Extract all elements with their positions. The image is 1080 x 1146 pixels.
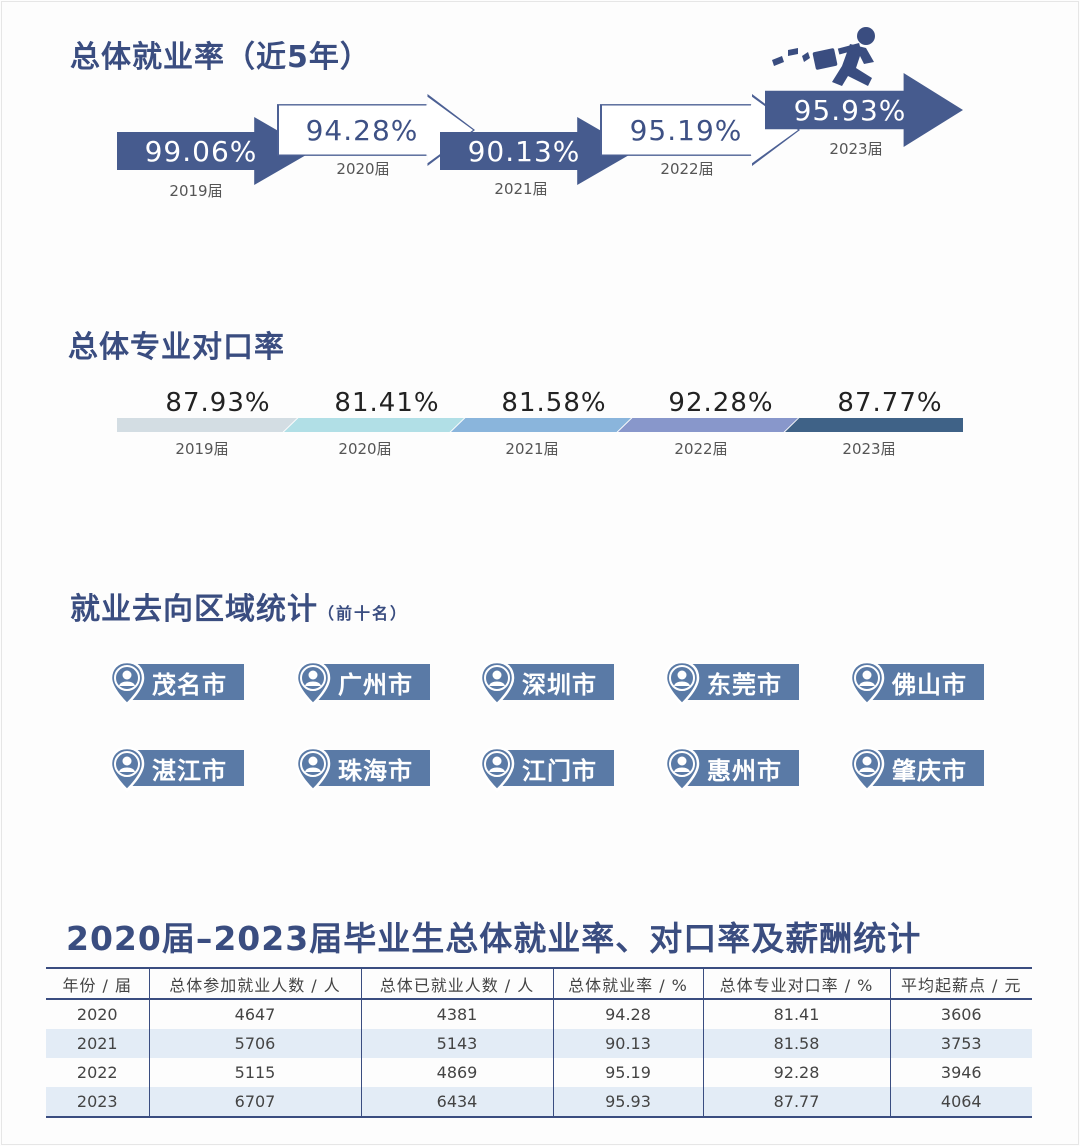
employment-value-2021: 90.13%: [467, 134, 581, 168]
table-header-row: 年份 / 届 总体参加就业人数 / 人 总体已就业人数 / 人 总体就业率 / …: [46, 967, 1032, 1000]
match-year-2019: 2019届: [175, 440, 229, 458]
region-name: 佛山市: [870, 664, 984, 700]
cell: 3606: [889, 999, 1032, 1029]
cell: 2022: [76, 1063, 118, 1082]
match-rate-title: 总体专业对口率: [68, 330, 285, 365]
region-name: 肇庆市: [870, 750, 984, 786]
cell: 2020: [76, 1005, 118, 1024]
region-tag: 肇庆市: [848, 746, 988, 792]
header-year: 年份 / 届: [46, 967, 149, 1000]
cell: 6434: [360, 1087, 553, 1118]
cell: 95.19: [552, 1058, 703, 1087]
region-tag: 惠州市: [663, 746, 803, 792]
header-employed: 总体已就业人数 / 人: [360, 967, 553, 1000]
cell: 3946: [889, 1058, 1032, 1087]
stats-table: 年份 / 届 总体参加就业人数 / 人 总体已就业人数 / 人 总体就业率 / …: [46, 967, 1032, 1118]
table-row: 2021 5706 5143 90.13 81.58 3753: [46, 1029, 1032, 1058]
cell: 81.58: [702, 1029, 890, 1058]
employment-year-2021: 2021届: [494, 180, 548, 198]
cell: 5143: [360, 1029, 553, 1058]
region-tag: 江门市: [478, 746, 618, 792]
cell: 81.41: [702, 999, 890, 1029]
person-pin-icon: [294, 660, 332, 706]
region-name: 珠海市: [316, 750, 430, 786]
match-year-2023: 2023届: [842, 440, 896, 458]
match-bar-2023: [785, 418, 963, 432]
person-pin-icon: [478, 660, 516, 706]
cell: 3753: [889, 1029, 1032, 1058]
cell: 90.13: [552, 1029, 703, 1058]
cell: 4064: [889, 1087, 1032, 1118]
match-value-2019: 87.93%: [165, 388, 271, 418]
cell: 6707: [148, 1087, 361, 1118]
regions-title: 就业去向区域统计（前十名）: [70, 584, 408, 628]
region-tag: 湛江市: [108, 746, 248, 792]
cell: 2023: [46, 1087, 149, 1118]
person-pin-icon: [478, 746, 516, 792]
match-bar-2020: [284, 418, 464, 432]
region-tag: 广州市: [294, 660, 434, 706]
match-year-2020: 2020届: [338, 440, 392, 458]
employment-value-2022: 95.19%: [629, 113, 743, 147]
region-name: 茂名市: [130, 664, 244, 700]
region-name: 深圳市: [500, 664, 614, 700]
employment-year-2019: 2019届: [169, 182, 223, 200]
region-tag: 珠海市: [294, 746, 434, 792]
person-pin-icon: [663, 660, 701, 706]
stats-title: 2020届–2023届毕业生总体就业率、对口率及薪酬统计: [66, 919, 922, 958]
match-value-2021: 81.58%: [501, 388, 607, 418]
match-value-2023: 87.77%: [837, 388, 943, 418]
table-row: 2023 6707 6434 95.93 87.77 4064: [46, 1087, 1032, 1118]
employment-year-2020: 2020届: [336, 160, 390, 178]
region-name: 江门市: [500, 750, 614, 786]
header-salary: 平均起薪点 / 元: [889, 967, 1032, 1000]
header-match-rate: 总体专业对口率 / %: [702, 967, 890, 1000]
match-year-2021: 2021届: [505, 440, 559, 458]
match-value-2020: 81.41%: [334, 388, 440, 418]
cell: 4647: [148, 999, 361, 1029]
region-name: 湛江市: [130, 750, 244, 786]
cell: 87.77: [702, 1087, 890, 1118]
cell: 95.93: [552, 1087, 703, 1118]
employment-value-2020: 94.28%: [305, 113, 419, 147]
person-pin-icon: [848, 746, 886, 792]
region-name: 东莞市: [685, 664, 799, 700]
cell: 5115: [148, 1058, 361, 1087]
header-employment-rate: 总体就业率 / %: [552, 967, 703, 1000]
match-bar-2021: [451, 418, 631, 432]
header-participants: 总体参加就业人数 / 人: [148, 967, 361, 1000]
regions-subtitle: （前十名）: [318, 604, 409, 623]
person-pin-icon: [294, 746, 332, 792]
employment-title: 总体就业率（近5年）: [70, 40, 371, 75]
match-year-2022: 2022届: [674, 440, 728, 458]
cell: 92.28: [702, 1058, 890, 1087]
cell: 2021: [46, 1029, 149, 1058]
cell: 94.28: [552, 999, 703, 1029]
region-name: 惠州市: [685, 750, 799, 786]
person-pin-icon: [108, 746, 146, 792]
match-value-2022: 92.28%: [668, 388, 774, 418]
match-bar-2022: [618, 418, 798, 432]
region-name: 广州市: [316, 664, 430, 700]
region-tag: 佛山市: [848, 660, 988, 706]
cell: 4381: [360, 999, 553, 1029]
region-tag: 茂名市: [108, 660, 248, 706]
region-tag: 深圳市: [478, 660, 618, 706]
person-pin-icon: [108, 660, 146, 706]
employment-year-2022: 2022届: [660, 160, 714, 178]
regions-title-main: 就业去向区域统计: [70, 592, 318, 627]
table-row: 2022 5115 4869 95.19 92.28 3946: [46, 1058, 1032, 1087]
running-businessman-icon: [772, 27, 875, 86]
match-bar-2019: [117, 418, 297, 432]
table-row: 2020 4647 4381 94.28 81.41 3606: [46, 999, 1032, 1029]
cell: 4869: [360, 1058, 553, 1087]
person-pin-icon: [848, 660, 886, 706]
cell: 5706: [148, 1029, 361, 1058]
employment-value-2019: 99.06%: [144, 134, 258, 168]
region-tag: 东莞市: [663, 660, 803, 706]
employment-value-2023: 95.93%: [793, 93, 907, 127]
employment-year-2023: 2023届: [829, 140, 883, 158]
person-pin-icon: [663, 746, 701, 792]
